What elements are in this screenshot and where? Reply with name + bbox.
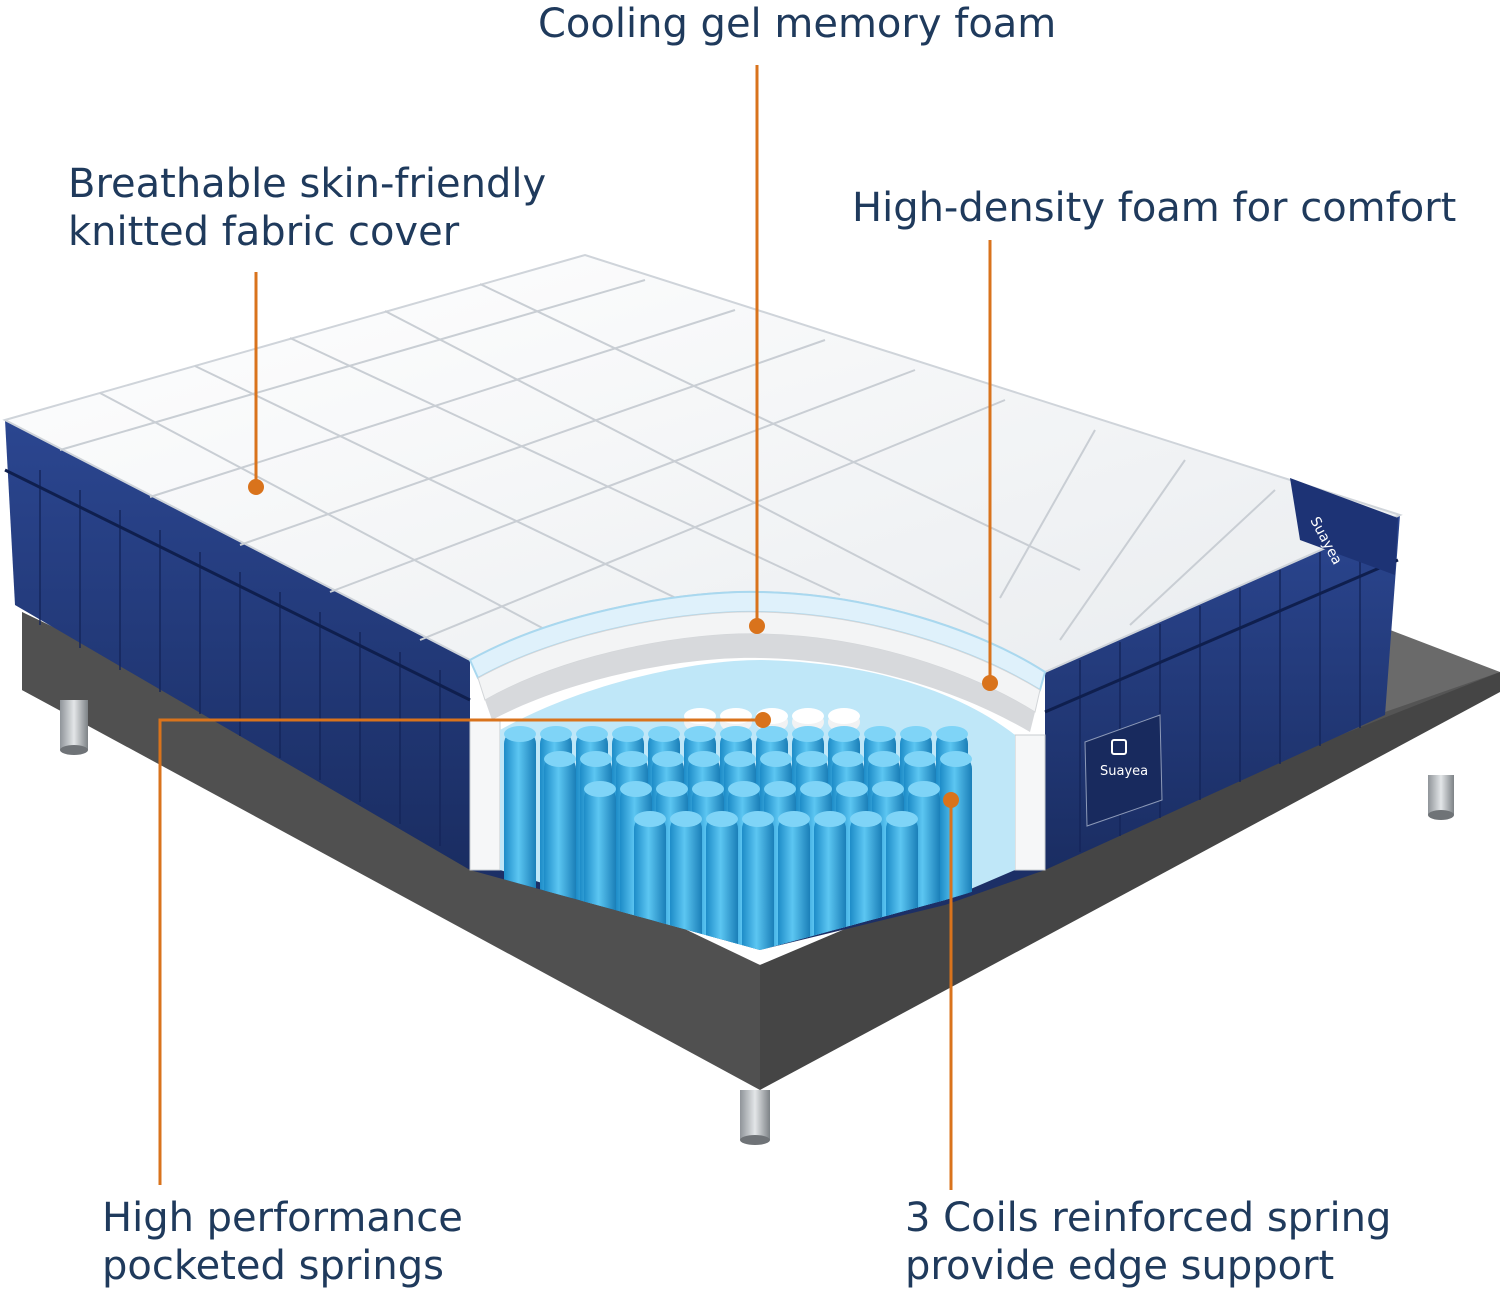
coil-cap — [720, 708, 752, 724]
coil-body — [778, 815, 810, 950]
coil-body — [814, 815, 846, 950]
coil-cap — [850, 811, 882, 827]
callout-pocketed-springs-line-2: pocketed springs — [102, 1243, 444, 1289]
coil-cap — [800, 781, 832, 797]
coil-cap — [656, 781, 688, 797]
coil-cap — [620, 781, 652, 797]
coil-cap — [504, 726, 536, 742]
coil-cap — [886, 811, 918, 827]
coil-body — [742, 815, 774, 950]
coil-cap — [634, 811, 666, 827]
coil-cap — [584, 781, 616, 797]
coil-cap — [764, 781, 796, 797]
coil-cap — [908, 781, 940, 797]
callout-high-density-line-1: High-density foam for comfort — [852, 185, 1457, 231]
pocket-coils — [504, 708, 972, 950]
coil-cap — [828, 726, 860, 742]
callout-fabric-cover: Breathable skin-friendly knitted fabric … — [68, 160, 546, 256]
coil-cap — [652, 751, 684, 767]
callout-edge-support: 3 Coils reinforced spring provide edge s… — [905, 1194, 1391, 1290]
callout-edge-support-line-1: 3 Coils reinforced spring — [905, 1195, 1392, 1241]
callout-dot-pocketed — [755, 712, 771, 728]
callout-fabric-cover-line-1: Breathable skin-friendly — [68, 161, 547, 207]
coil-cap — [544, 751, 576, 767]
coil-cap — [940, 751, 972, 767]
coil-cap — [792, 726, 824, 742]
coil-cap — [868, 751, 900, 767]
callout-pocketed-springs: High performance pocketed springs — [102, 1194, 463, 1290]
coil-cap — [760, 751, 792, 767]
callout-pocketed-springs-line-1: High performance — [102, 1195, 463, 1241]
callout-cooling-gel: Cooling gel memory foam — [538, 0, 1056, 48]
coil-cap — [692, 781, 724, 797]
brand-tag: Suayea — [1084, 714, 1163, 827]
coil-cap — [728, 781, 760, 797]
callout-dots — [248, 479, 998, 808]
coil-cap — [684, 726, 716, 742]
coil-cap — [580, 751, 612, 767]
callout-dot-edge — [943, 792, 959, 808]
coil-cap — [936, 726, 968, 742]
coil-cap — [742, 811, 774, 827]
bed-legs — [60, 700, 1454, 1145]
callout-lines — [158, 65, 992, 1190]
coil-cap — [756, 726, 788, 742]
coil-cap — [814, 811, 846, 827]
bed-foundation — [22, 612, 1500, 1090]
coil-cap — [778, 811, 810, 827]
callout-edge-support-line-2: provide edge support — [905, 1243, 1335, 1289]
coil-cap — [648, 726, 680, 742]
callout-cooling-gel-line-1: Cooling gel memory foam — [538, 1, 1057, 47]
callout-dot-fabric — [248, 479, 264, 495]
coil-cap — [688, 751, 720, 767]
coil-body — [504, 730, 536, 920]
brand-name: Suayea — [1100, 764, 1148, 779]
mattress-cutaway — [468, 590, 1047, 950]
coil-cap — [864, 726, 896, 742]
coil-cap — [670, 811, 702, 827]
coil-cap — [720, 726, 752, 742]
coil-cap — [796, 751, 828, 767]
coil-cap — [900, 726, 932, 742]
callout-fabric-cover-line-2: knitted fabric cover — [68, 209, 460, 255]
coil-cap — [724, 751, 756, 767]
coil-cap — [828, 708, 860, 724]
coil-cap — [706, 811, 738, 827]
callout-high-density: High-density foam for comfort — [852, 184, 1456, 232]
coil-cap — [612, 726, 644, 742]
coil-cap — [540, 726, 572, 742]
coil-cap — [616, 751, 648, 767]
coil-body — [706, 815, 738, 950]
coil-cap — [836, 781, 868, 797]
mattress-top: Suayea — [2, 253, 1403, 674]
coil-cap — [904, 751, 936, 767]
callout-dot-cooling — [749, 618, 765, 634]
coil-cap — [872, 781, 904, 797]
callout-line-pocketed — [158, 718, 763, 1185]
coil-cap — [684, 708, 716, 724]
coil-cap — [576, 726, 608, 742]
coil-cap — [792, 708, 824, 724]
coil-cap — [832, 751, 864, 767]
callout-dot-density — [982, 675, 998, 691]
